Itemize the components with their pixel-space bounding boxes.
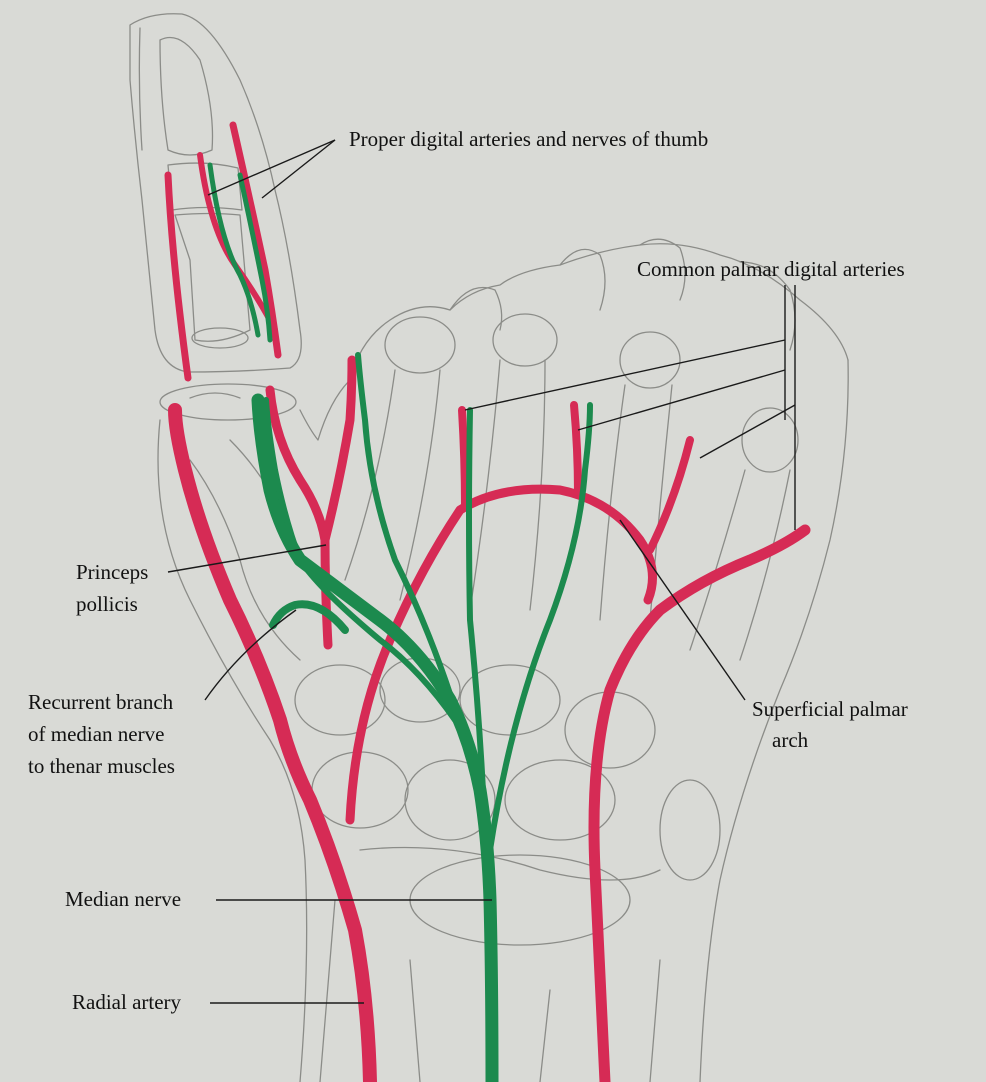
recurrent-branch-median-nerve: [269, 600, 349, 634]
leader-lines: [167, 139, 796, 1004]
princeps-pollicis-artery: [320, 355, 357, 545]
label-superficial-palmar-arch-line2: arch: [772, 728, 809, 752]
label-recurrent-branch-line3: to thenar muscles: [28, 754, 175, 778]
radial-artery: [168, 403, 377, 1082]
median-nerve: [251, 393, 499, 1082]
label-princeps-pollicis-line1: Princeps: [76, 560, 149, 584]
label-princeps-pollicis-line2: pollicis: [76, 592, 138, 616]
nerves: [207, 162, 593, 1082]
label-superficial-palmar-arch-line1: Superficial palmar: [752, 697, 908, 721]
label-median-nerve: Median nerve: [65, 887, 182, 911]
label-recurrent-branch-line2: of median nerve: [28, 722, 165, 746]
label-proper-digital-thumb: Proper digital arteries and nerves of th…: [349, 127, 709, 151]
ulnar-artery: [588, 524, 811, 1082]
label-recurrent-branch-line1: Recurrent branch: [28, 690, 174, 714]
label-common-palmar-digital-arteries: Common palmar digital arteries: [637, 257, 905, 281]
label-radial-artery: Radial artery: [72, 990, 182, 1014]
